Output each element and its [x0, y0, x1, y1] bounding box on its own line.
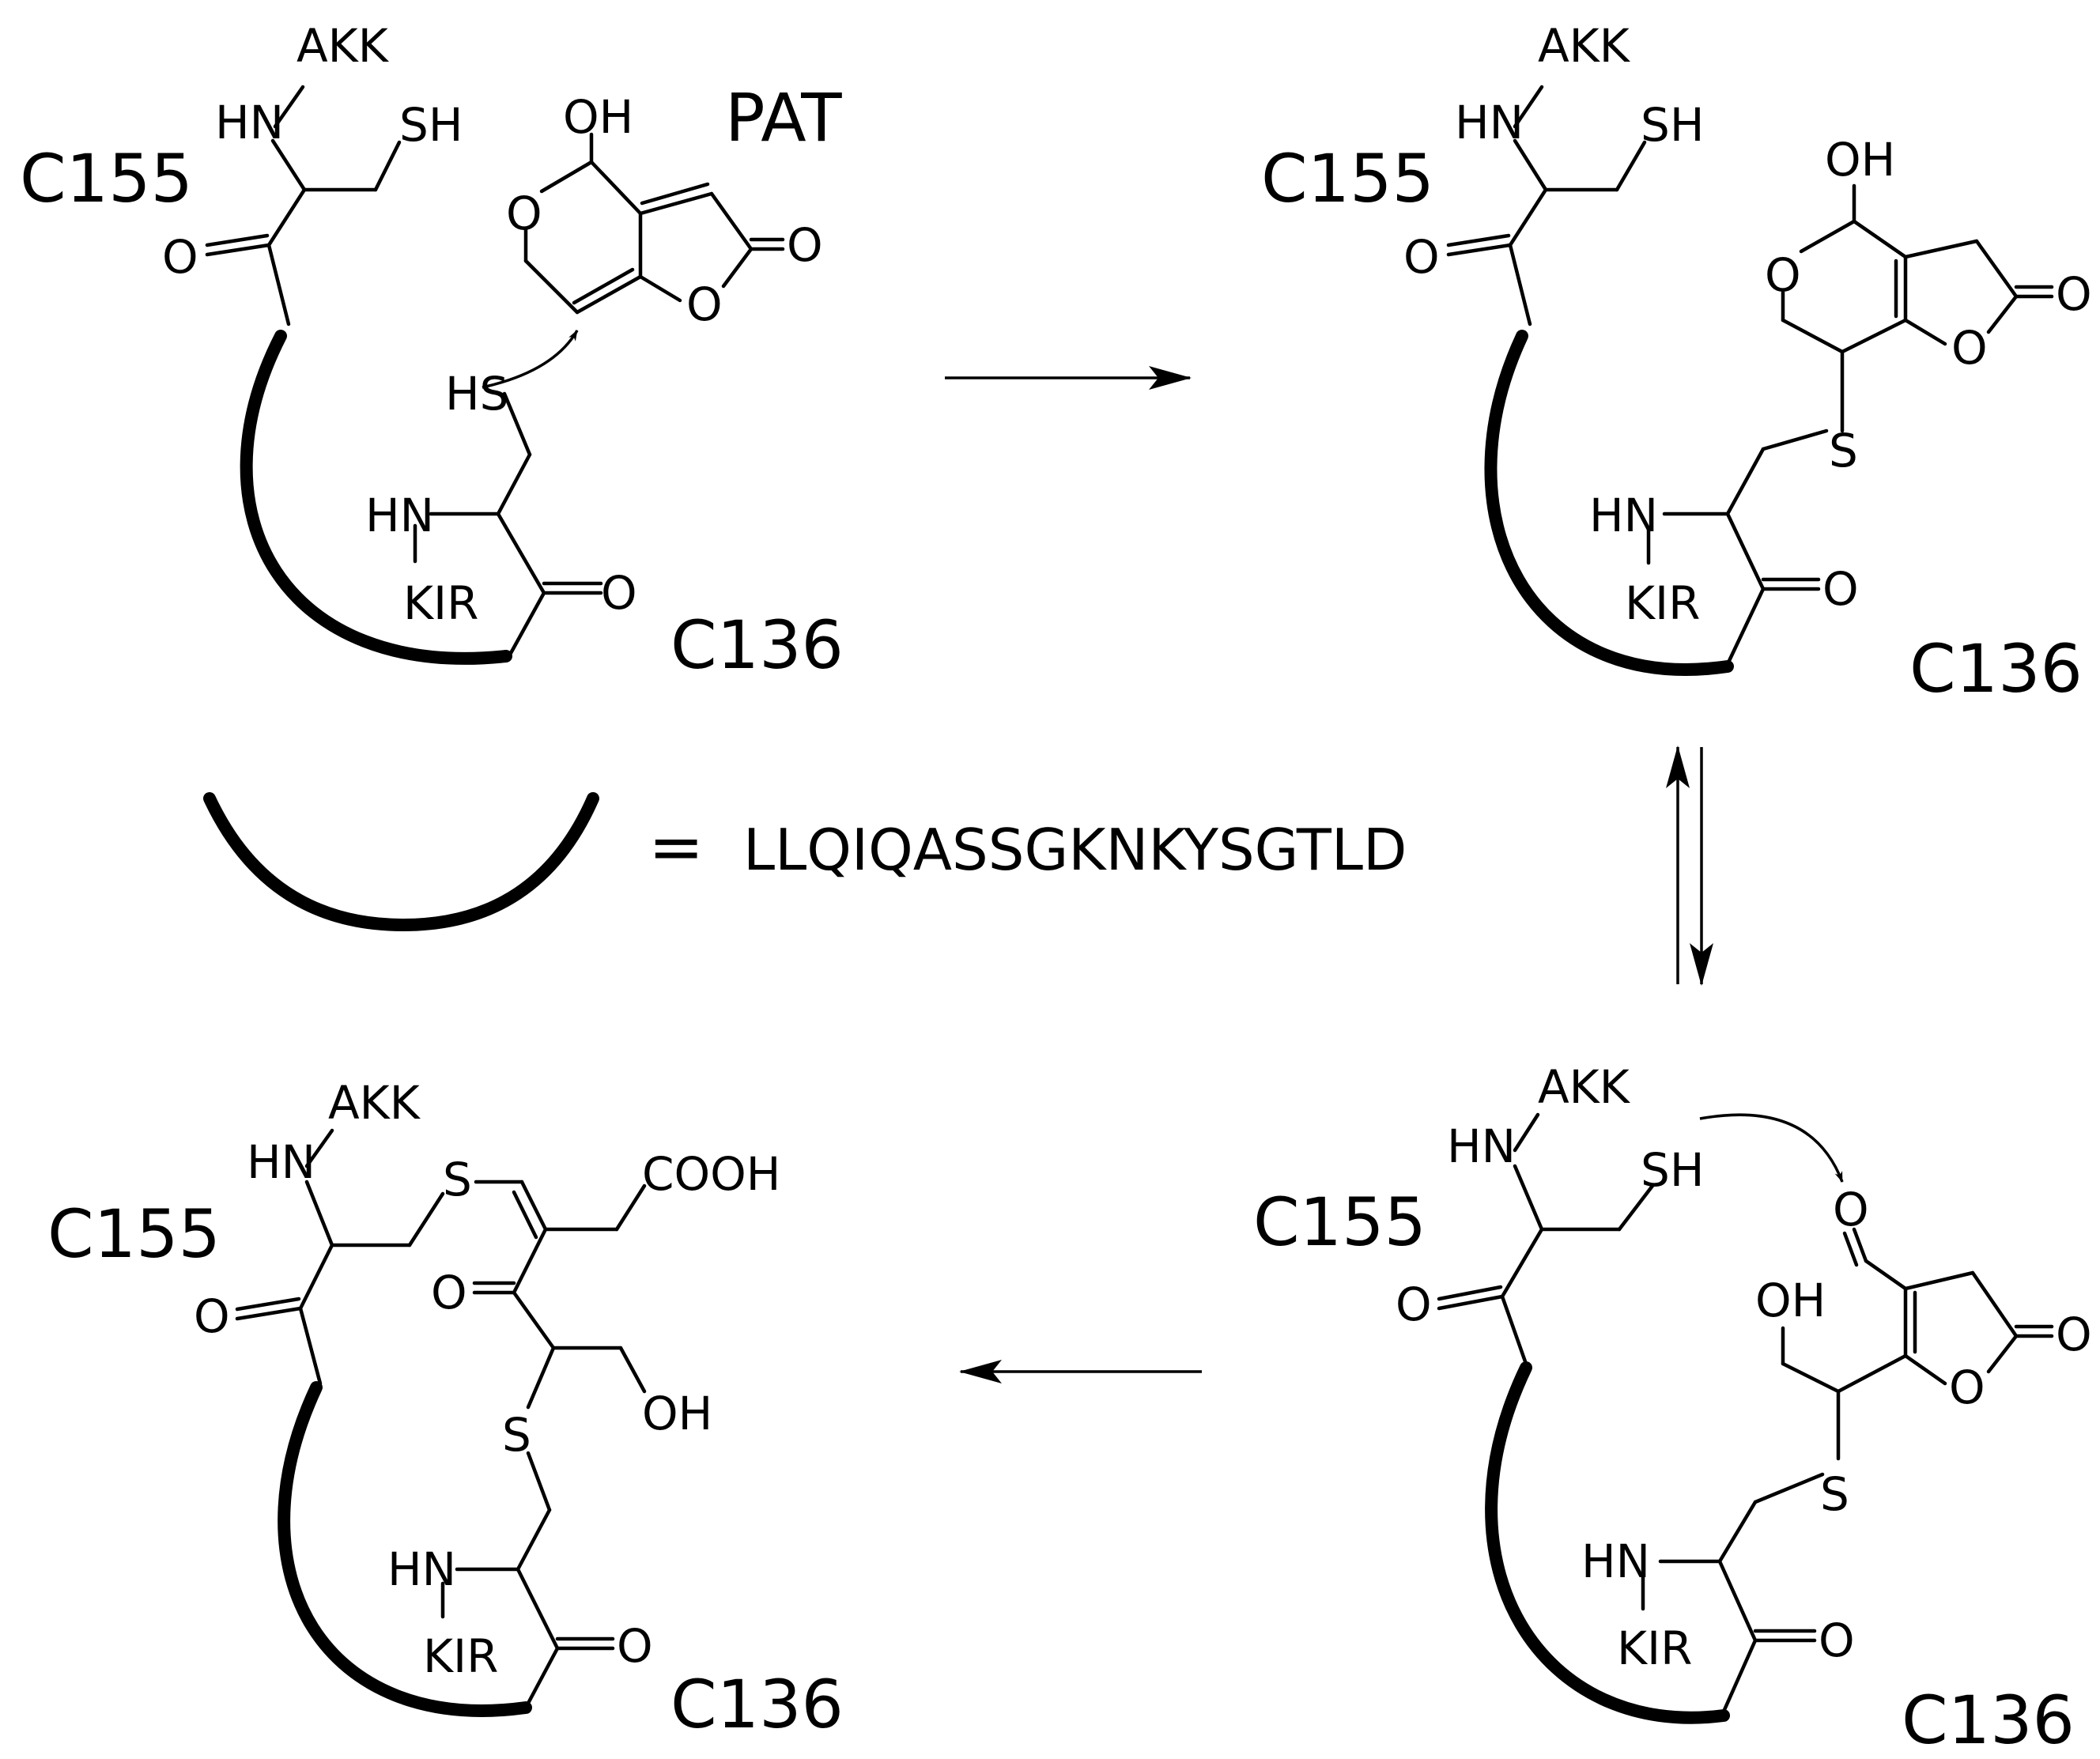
- carbonyl-o-label: O: [162, 230, 198, 284]
- carbonyl-o-label: O: [617, 1619, 653, 1673]
- akk-label: AKK: [328, 1076, 421, 1130]
- c155-residue: AKK HN O: [194, 1076, 445, 1386]
- c155-residue: AKK HN SH O: [162, 19, 463, 327]
- cooh-label: COOH: [642, 1147, 780, 1201]
- hs-label: HS: [445, 367, 508, 421]
- carbonyl-o-label: O: [1396, 1278, 1432, 1331]
- kir-label: KIR: [1625, 576, 1700, 630]
- panel-1-initial: AKK HN SH O HS HN KIR O: [20, 19, 844, 684]
- ring-o-label: O: [1765, 248, 1801, 302]
- carbonyl-o-label: O: [601, 566, 637, 620]
- crosslink-chain: S COOH O OH: [431, 1147, 780, 1440]
- kir-label: KIR: [403, 576, 478, 630]
- hn-label: HN: [247, 1135, 315, 1189]
- carbonyl-o-label: O: [1822, 562, 1859, 616]
- oh-label: OH: [642, 1387, 712, 1440]
- hn-label: HN: [1447, 1119, 1516, 1173]
- legend-equals: =: [648, 808, 704, 885]
- c136-residue: S HN KIR O: [1581, 1467, 1855, 1714]
- oh-label: OH: [563, 90, 633, 144]
- hn-label: HN: [1455, 96, 1524, 149]
- hn-label: HN: [1581, 1534, 1650, 1588]
- s-label: S: [443, 1153, 472, 1206]
- legend-arc: [203, 792, 599, 932]
- c155-residue: AKK HN SH O: [1403, 19, 1704, 327]
- ring-o-label: O: [686, 277, 723, 331]
- legend-sequence: LLQIQASSGKNKYSGTLD: [743, 817, 1407, 883]
- c136-label: C136: [1909, 630, 2083, 708]
- s-label: S: [502, 1408, 531, 1462]
- ring-o-label: O: [1951, 321, 1988, 375]
- c136-label: C136: [1902, 1682, 2075, 1759]
- hn-label: HN: [215, 96, 284, 149]
- carbonyl-o-label: O: [1403, 230, 1440, 284]
- peptide-backbone-arc: [240, 330, 512, 665]
- c155-label: C155: [1261, 140, 1434, 217]
- panel-3-ring-opened: AKK HN SH O S HN KIR O: [1253, 1060, 2092, 1759]
- ring-o-label: O: [506, 187, 542, 240]
- c155-label: C155: [20, 140, 193, 217]
- carbonyl-o-label: O: [1819, 1614, 1855, 1667]
- aldehyde-o-label: O: [1833, 1183, 1869, 1236]
- peptide-backbone-arc: [1485, 1361, 1730, 1724]
- panel-2-adduct: AKK HN SH O S HN KIR O: [1261, 19, 2092, 708]
- carbonyl-o-label: O: [2056, 267, 2092, 321]
- c136-residue: S HN KIR O: [387, 1408, 653, 1710]
- panel-4-crosslink: AKK HN O S COOH O OH: [47, 1076, 844, 1743]
- carbonyl-o-label: O: [787, 218, 823, 272]
- hn-label: HN: [387, 1542, 456, 1596]
- c136-residue: S HN KIR O: [1589, 424, 1859, 666]
- akk-label: AKK: [1538, 1060, 1631, 1114]
- c155-label: C155: [47, 1195, 221, 1273]
- hn-label: HN: [1589, 489, 1658, 542]
- c136-label: C136: [670, 606, 844, 684]
- kir-label: KIR: [1617, 1621, 1692, 1675]
- pat-label: PAT: [725, 79, 842, 157]
- kir-label: KIR: [423, 1629, 498, 1683]
- carbonyl-o-label: O: [194, 1289, 230, 1343]
- sh-label: SH: [1641, 98, 1704, 152]
- sh-label: SH: [1641, 1143, 1704, 1197]
- akk-label: AKK: [1538, 19, 1631, 73]
- c155-label: C155: [1253, 1183, 1426, 1261]
- ketone-o-label: O: [431, 1266, 467, 1319]
- legend: = LLQIQASSGKNKYSGTLD: [203, 792, 1407, 932]
- oh-label: OH: [1755, 1274, 1826, 1327]
- s-label: S: [1829, 424, 1858, 477]
- peptide-backbone-arc: [278, 1381, 532, 1717]
- ring-o-label: O: [1949, 1361, 1985, 1414]
- open-chain-lactone: O OH O O: [1755, 1183, 2092, 1461]
- pat-adduct-rings: OH O O O: [1765, 133, 2092, 433]
- c136-residue: HS HN KIR O: [365, 367, 637, 657]
- sh-label: SH: [399, 98, 463, 152]
- c136-label: C136: [670, 1666, 844, 1743]
- carbonyl-o-label: O: [2056, 1308, 2092, 1361]
- equilibrium-arrows: [1666, 745, 1713, 986]
- peptide-backbone-arc: [1484, 330, 1734, 676]
- akk-label: AKK: [296, 19, 390, 73]
- pat-molecule: OH O O O PAT: [482, 79, 842, 389]
- c155-residue: AKK HN SH O: [1396, 1060, 1844, 1366]
- s-label: S: [1820, 1467, 1849, 1521]
- oh-label: OH: [1825, 133, 1895, 187]
- hn-label: HN: [365, 489, 434, 542]
